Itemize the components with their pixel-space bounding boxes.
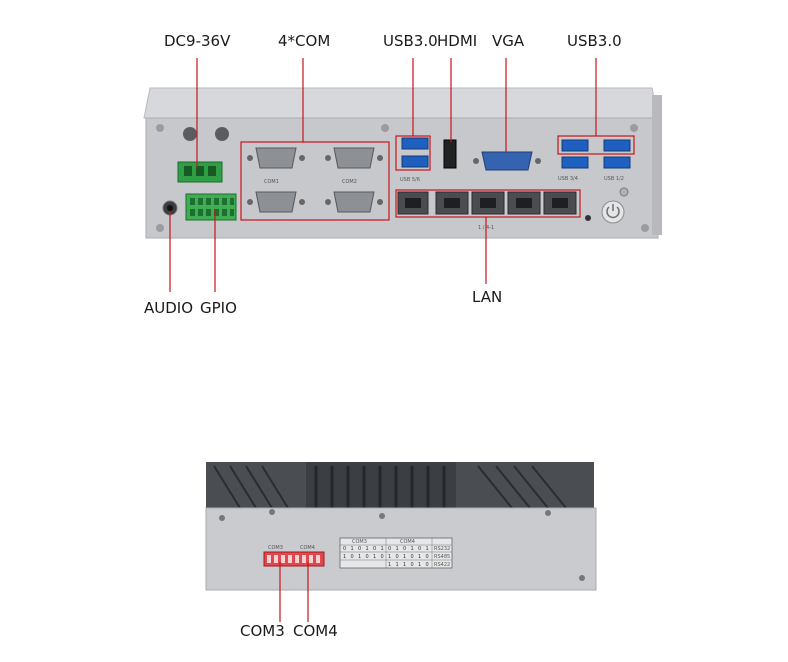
- lan-mark: 1 / 4-1: [478, 225, 494, 231]
- dip-bit: 0: [418, 546, 421, 552]
- dip-header-com3: COM3: [352, 539, 367, 545]
- label-usb30-left: USB3.0: [383, 32, 438, 50]
- usb-port-icon: [401, 155, 429, 168]
- usb-port-icon: [603, 156, 631, 169]
- dip-label-com3: COM3: [268, 545, 283, 551]
- dip-header-com4: COM4: [400, 539, 415, 545]
- dip-bit: 1: [388, 554, 391, 560]
- dip-bit: 0: [343, 546, 346, 552]
- hdmi-port-icon: [443, 139, 457, 169]
- power-button-icon: [601, 200, 625, 224]
- leader-lines-bottom: [279, 562, 309, 622]
- usb12-mark: USB 1/2: [604, 176, 624, 182]
- label-vga: VGA: [492, 32, 525, 50]
- chassis-side: [652, 95, 662, 235]
- dip-bit: 1: [411, 546, 414, 552]
- com2-mark: COM2: [342, 179, 357, 185]
- dip-bit: 0: [411, 554, 414, 560]
- com1-mark: COM1: [264, 179, 279, 185]
- dip-bit: 0: [358, 546, 361, 552]
- vga-port-icon: [481, 151, 533, 171]
- usb-port-icon: [561, 139, 589, 152]
- screw-icon: [219, 515, 225, 521]
- screw-icon: [579, 575, 585, 581]
- dip-mode-rs422: RS422: [434, 562, 450, 568]
- label-audio: AUDIO: [144, 299, 194, 317]
- dip-switches: [263, 551, 325, 567]
- dip-bit: 0: [366, 554, 369, 560]
- antenna-hole-icon: [183, 127, 197, 141]
- screw-icon: [156, 124, 164, 132]
- gpio-terminal: [185, 193, 237, 221]
- label-4-com: 4*COM: [278, 32, 331, 50]
- dip-bit: 1: [366, 546, 369, 552]
- dip-bit: 1: [351, 546, 354, 552]
- screw-icon: [269, 509, 275, 515]
- dip-bit: 1: [373, 554, 376, 560]
- led-icon: [619, 187, 629, 197]
- dip-bit: 0: [426, 554, 429, 560]
- label-usb30-right: USB3.0: [567, 32, 622, 50]
- dip-bit: 1: [396, 562, 399, 568]
- com-ports: [247, 147, 383, 213]
- dip-bit: 0: [388, 546, 391, 552]
- reset-hole-icon: [585, 215, 591, 221]
- usb34-mark: USB 3/4: [558, 176, 578, 182]
- antenna-hole-icon: [215, 127, 229, 141]
- screw-icon: [630, 124, 638, 132]
- dip-mode-rs485: RS485: [434, 554, 450, 560]
- screw-icon: [156, 224, 164, 232]
- usb-port-icon: [603, 139, 631, 152]
- usb-port-icon: [401, 137, 429, 150]
- dip-bit: 1: [388, 562, 391, 568]
- dip-bit: 1: [343, 554, 346, 560]
- dip-bit: 1: [418, 562, 421, 568]
- dip-bit: 0: [381, 554, 384, 560]
- usb-port-icon: [561, 156, 589, 169]
- dip-bit: 0: [351, 554, 354, 560]
- dip-bit: 0: [396, 554, 399, 560]
- dip-bit: 0: [403, 546, 406, 552]
- label-dc9-36v: DC9-36V: [164, 32, 231, 50]
- dip-bit: 1: [358, 554, 361, 560]
- dip-bit: 1: [426, 546, 429, 552]
- dip-mode-rs232: RS232: [434, 546, 450, 552]
- screw-icon: [379, 513, 385, 519]
- dip-bit: 0: [411, 562, 414, 568]
- chassis-top-lip: [143, 87, 659, 119]
- dip-bit: 1: [418, 554, 421, 560]
- lan-ports: [397, 191, 577, 215]
- dip-bit: 1: [396, 546, 399, 552]
- usb56-mark: USB 5/6: [400, 177, 420, 183]
- dip-label-com4: COM4: [300, 545, 315, 551]
- label-hdmi: HDMI: [437, 32, 478, 50]
- screw-icon: [381, 124, 389, 132]
- dip-bit: 1: [381, 546, 384, 552]
- screw-icon: [641, 224, 649, 232]
- screw-icon: [545, 510, 551, 516]
- label-com4: COM4: [293, 622, 338, 640]
- dip-table-frame: [339, 537, 453, 569]
- label-lan: LAN: [472, 288, 503, 306]
- dip-bit: 0: [426, 562, 429, 568]
- dip-bit: 0: [373, 546, 376, 552]
- dip-bit: 1: [403, 554, 406, 560]
- dip-bit: 1: [403, 562, 406, 568]
- leader-lines: [169, 58, 597, 292]
- label-gpio: GPIO: [200, 299, 237, 317]
- label-com3: COM3: [240, 622, 285, 640]
